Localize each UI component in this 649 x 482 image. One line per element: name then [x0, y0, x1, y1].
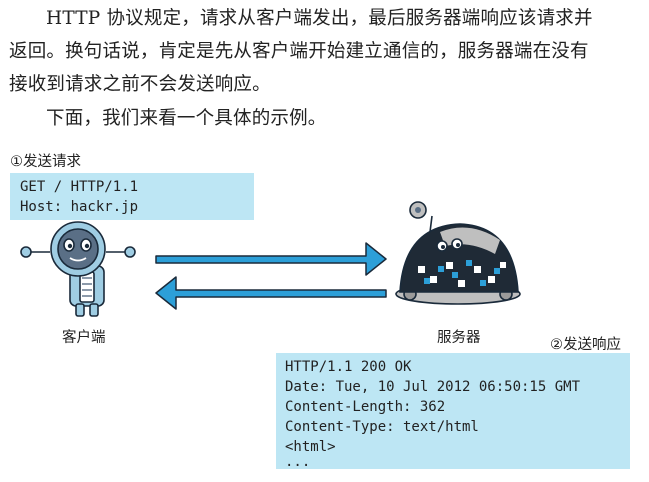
request-line: Host: hackr.jp — [20, 199, 139, 215]
example-intro-paragraph: 下面，我们来看一个具体的示例。 — [0, 102, 649, 135]
response-line: HTTP/1.1 200 OK — [285, 359, 412, 375]
step2-label: ②发送响应 — [550, 337, 621, 353]
intro-line-2: 返回。换句话说，肯定是先从客户端开始建立通信的，服务器端在没有 — [9, 41, 589, 62]
response-code-box: HTTP/1.1 200 OK Date: Tue, 10 Jul 2012 06… — [276, 353, 630, 469]
intro-paragraph: HTTP 协议规定，请求从客户端发出，最后服务器端响应该请求并 返回。换句话说，… — [0, 2, 649, 101]
request-arrow — [155, 242, 387, 276]
response-line: <html> — [285, 439, 336, 455]
response-line: Content-Length: 362 — [285, 399, 446, 415]
step1-label: ①发送请求 — [10, 154, 81, 170]
response-arrow — [155, 276, 387, 310]
client-robot-icon — [20, 221, 136, 317]
server-robot-icon — [395, 201, 521, 305]
response-line: ... — [285, 454, 311, 470]
server-label: 服务器 — [437, 330, 481, 346]
response-line: Date: Tue, 10 Jul 2012 06:50:15 GMT — [285, 379, 581, 395]
response-line: Content-Type: text/html — [285, 419, 479, 435]
request-line: GET / HTTP/1.1 — [20, 179, 139, 195]
client-label: 客户端 — [62, 330, 106, 346]
intro-line-3: 接收到请求之前不会发送响应。 — [9, 74, 271, 95]
example-intro-line: 下面，我们来看一个具体的示例。 — [46, 108, 327, 129]
intro-line-1: HTTP 协议规定，请求从客户端发出，最后服务器端响应该请求并 — [46, 8, 593, 29]
